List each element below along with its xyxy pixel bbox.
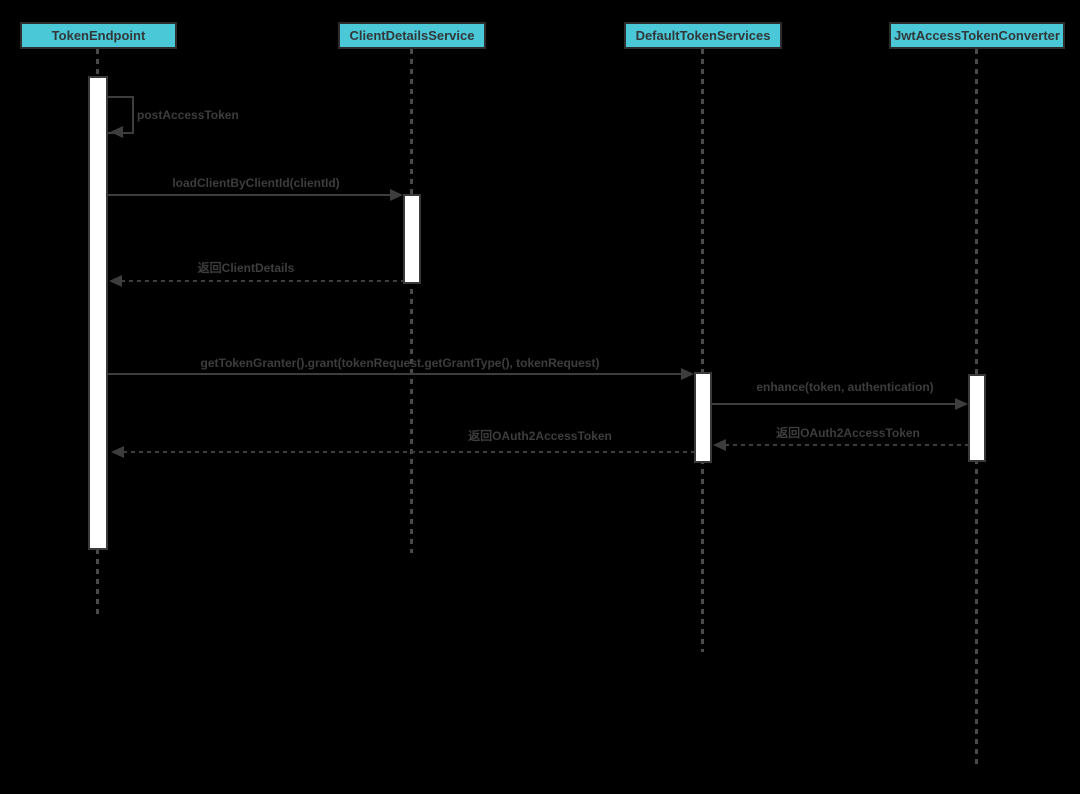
participant-jwtaccesstokenconverter: JwtAccessTokenConverter [889,22,1065,49]
lifeline-defaulttokenservices [701,49,704,652]
arrowhead [110,126,123,138]
arrowhead [111,446,124,458]
message-line [123,451,694,453]
message-line [108,373,683,375]
activation-tokenendpoint [88,76,108,550]
message-line [725,444,968,446]
participant-label: ClientDetailsService [349,28,475,43]
message-label: 返回OAuth2AccessToken [468,429,612,443]
message-label: enhance(token, authentication) [756,380,934,394]
arrowhead [955,398,968,410]
activation-jwtaccesstokenconverter [968,374,986,462]
arrowhead [109,275,122,287]
message-line [121,280,403,282]
message-line [712,403,957,405]
participant-clientdetailsservice: ClientDetailsService [338,22,486,49]
message-label: getTokenGranter().grant(tokenRequest.get… [200,356,600,370]
arrowhead [681,368,694,380]
message-label: loadClientByClientId(clientId) [172,176,340,190]
activation-clientdetailsservice [403,194,421,284]
lifeline-clientdetailsservice [410,49,413,553]
message-label: 返回OAuth2AccessToken [776,426,920,440]
message-line [108,194,393,196]
message-label: postAccessToken [137,108,239,122]
participant-tokenendpoint: TokenEndpoint [20,22,177,49]
activation-defaulttokenservices [694,372,712,463]
arrowhead [390,189,403,201]
arrowhead [713,439,726,451]
message-label: 返回ClientDetails [197,261,295,275]
participant-label: TokenEndpoint [51,28,146,43]
participant-defaulttokenservices: DefaultTokenServices [624,22,782,49]
participant-label: DefaultTokenServices [635,28,771,43]
participant-label: JwtAccessTokenConverter [894,28,1060,43]
